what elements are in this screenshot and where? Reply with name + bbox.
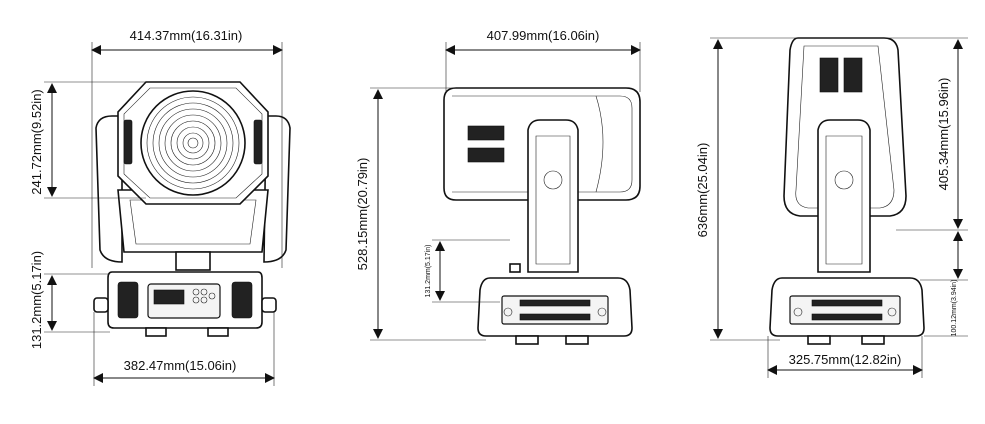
front-base-width-label: 382.47mm(15.06in): [124, 358, 237, 373]
side-arm: [527, 119, 579, 273]
back-upper-height-label: 405.34mm(15.96in): [936, 78, 951, 191]
front-lens: [140, 90, 246, 196]
back-total-height-label: 636mm(25.04in): [695, 143, 710, 238]
back-base-height-label: 100.12mm(3.94in): [951, 280, 958, 337]
back-base-width-label: 325.75mm(12.82in): [789, 352, 902, 367]
back-view: [769, 37, 925, 345]
back-dimensions: 636mm(25.04in) 405.34mm(15.96in) 100.12m…: [695, 37, 968, 378]
front-base-height-label: 131.2mm(5.17in): [29, 251, 44, 349]
side-view: [443, 87, 641, 345]
front-view: [93, 81, 291, 337]
side-total-height-label: 528.15mm(20.79in): [355, 158, 370, 271]
front-dimensions: 414.37mm(16.31in) 241.72mm(9.52in) 131.2…: [29, 28, 283, 386]
front-head-height-label: 241.72mm(9.52in): [29, 89, 44, 195]
side-dimensions: 407.99mm(16.06in) 528.15mm(20.79in) 131.…: [355, 28, 641, 341]
front-left-arm: [95, 115, 123, 263]
front-right-arm: [263, 115, 291, 263]
side-depth-label: 407.99mm(16.06in): [487, 28, 600, 43]
side-base-height-label: 131.2mm(5.17in): [425, 245, 432, 298]
back-arm: [817, 119, 871, 273]
front-width-label: 414.37mm(16.31in): [130, 28, 243, 43]
